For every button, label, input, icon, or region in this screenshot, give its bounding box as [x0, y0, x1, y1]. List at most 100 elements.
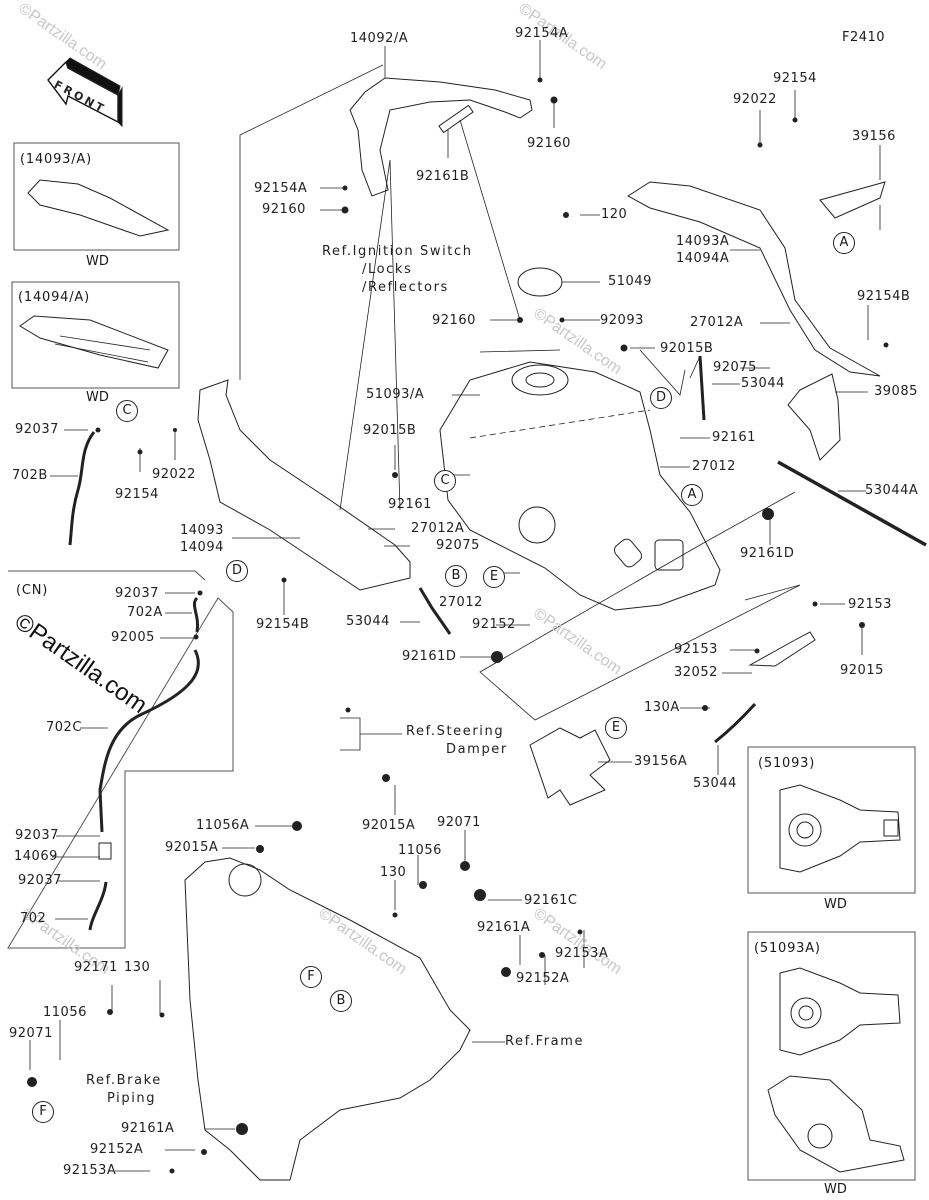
part-label[interactable]: 27012A [411, 521, 465, 536]
part-label[interactable]: 702A [127, 605, 163, 620]
part-label[interactable]: 51093/A [366, 387, 425, 402]
part-label[interactable]: 27012A [690, 315, 744, 330]
part-label[interactable]: 27012 [439, 595, 483, 610]
part-label[interactable]: 92161 [712, 430, 756, 445]
part-label[interactable]: 92161A [121, 1121, 175, 1136]
part-label[interactable]: 14094A [676, 251, 730, 266]
part-label[interactable]: 32052 [674, 665, 718, 680]
callout-d: D [650, 387, 672, 409]
part-label[interactable]: 92015A [362, 818, 416, 833]
part-label[interactable]: 53044A [865, 483, 919, 498]
hose-702 [88, 881, 108, 931]
part-label[interactable]: 92071 [9, 1026, 53, 1041]
part-label[interactable]: 92161 [388, 497, 432, 512]
part-39156-decal [819, 181, 886, 219]
part-label[interactable]: 53044 [693, 776, 737, 791]
part-label[interactable]: 92015A [165, 840, 219, 855]
part-label[interactable]: 92037 [15, 422, 59, 437]
part-label[interactable]: 92152A [516, 971, 570, 986]
ref-locks: /Locks [362, 262, 413, 277]
part-label[interactable]: 92154A [515, 26, 569, 41]
part-label[interactable]: 92154 [115, 487, 159, 502]
part-label[interactable]: 702C [46, 720, 82, 735]
ref-piping: Piping [107, 1091, 157, 1106]
part-label[interactable]: 92160 [527, 136, 571, 151]
part-label[interactable]: 702 [20, 911, 47, 926]
part-label[interactable]: 92154 [773, 71, 817, 86]
ref-brake: Ref.Brake [86, 1073, 162, 1088]
part-label[interactable]: 92093 [600, 313, 644, 328]
part-label[interactable]: 92160 [432, 313, 476, 328]
callout-f: F [32, 1101, 54, 1123]
part-label[interactable]: 39156A [634, 754, 688, 769]
inset-box-14094a [11, 281, 180, 389]
part-32052-bracket [748, 631, 816, 667]
part-label[interactable]: 92075 [436, 538, 480, 553]
inset-title-51093a: (51093A) [754, 941, 821, 956]
part-label[interactable]: 92154A [254, 181, 308, 196]
part-label[interactable]: 92160 [262, 202, 306, 217]
inset-note-51093a: WD [824, 1182, 847, 1197]
part-label[interactable]: 11056A [196, 818, 250, 833]
strip-53044-right [698, 355, 706, 421]
fuel-tank [439, 361, 721, 611]
part-label[interactable]: 130A [644, 700, 680, 715]
part-label[interactable]: 14093A [676, 234, 730, 249]
part-label[interactable]: 53044 [346, 614, 390, 629]
part-label[interactable]: 39156 [852, 129, 896, 144]
part-label[interactable]: 14093 [180, 523, 224, 538]
callout-f: F [300, 966, 322, 988]
part-label[interactable]: 92161B [416, 169, 470, 184]
part-label[interactable]: 14094 [180, 540, 224, 555]
part-label[interactable]: 92161A [477, 920, 531, 935]
part-label[interactable]: 92022 [152, 467, 196, 482]
part-label[interactable]: 92005 [111, 630, 155, 645]
part-label[interactable]: 92161D [402, 649, 457, 664]
hose-53044-left [418, 587, 452, 635]
ref-steering: Ref.Steering [406, 724, 505, 739]
part-label[interactable]: 92161D [740, 546, 795, 561]
part-label[interactable]: 92037 [15, 828, 59, 843]
inset-box-cn [7, 570, 234, 949]
inset-title-cn: (CN) [16, 583, 49, 598]
inset-box-51093 [747, 746, 916, 894]
part-label[interactable]: 130 [380, 865, 407, 880]
part-label[interactable]: 92015 [840, 663, 884, 678]
part-label[interactable]: 92037 [18, 873, 62, 888]
callout-c: C [116, 400, 138, 422]
part-label[interactable]: 14092/A [350, 31, 409, 46]
part-label[interactable]: 53044 [741, 376, 785, 391]
part-label[interactable]: 11056 [43, 1005, 87, 1020]
diagram-code: F2410 [842, 30, 886, 45]
motorcycle-frame [184, 857, 471, 1181]
part-label[interactable]: 120 [601, 207, 628, 222]
part-label[interactable]: 92152 [472, 617, 516, 632]
part-label[interactable]: 130 [124, 960, 151, 975]
part-label[interactable]: 92154B [256, 617, 310, 632]
part-14092a-cover [349, 77, 533, 197]
part-label[interactable]: 51049 [608, 274, 652, 289]
part-label[interactable]: 702B [12, 468, 48, 483]
part-label[interactable]: 39085 [874, 384, 918, 399]
part-label[interactable]: 92171 [74, 960, 118, 975]
part-label[interactable]: 14069 [14, 849, 58, 864]
part-label[interactable]: 92153A [555, 946, 609, 961]
part-label[interactable]: 92015B [363, 423, 417, 438]
part-label[interactable]: 92015B [660, 341, 714, 356]
part-label[interactable]: 92161C [524, 893, 578, 908]
part-label[interactable]: 92154B [857, 289, 911, 304]
part-label[interactable]: 92153 [848, 597, 892, 612]
inset-title-14094a: (14094/A) [18, 290, 90, 305]
part-label[interactable]: 11056 [398, 843, 442, 858]
part-label[interactable]: 92075 [713, 360, 757, 375]
part-label[interactable]: 92022 [733, 92, 777, 107]
part-14069-filter [98, 842, 112, 860]
part-label[interactable]: 92037 [115, 586, 159, 601]
part-label[interactable]: 92071 [437, 815, 481, 830]
fuel-pump-plate [518, 506, 556, 544]
part-label[interactable]: 92153A [63, 1163, 117, 1178]
part-label[interactable]: 92152A [90, 1142, 144, 1157]
part-label[interactable]: 92153 [674, 642, 718, 657]
part-label[interactable]: 27012 [692, 459, 736, 474]
ref-damper: Damper [446, 742, 508, 757]
